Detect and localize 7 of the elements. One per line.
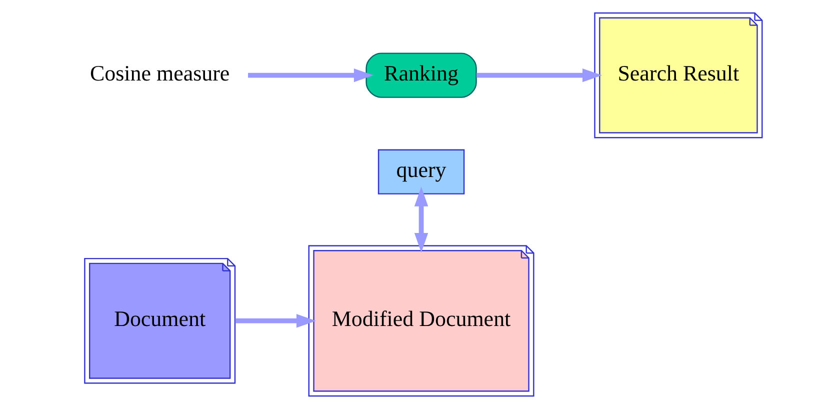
arrow <box>248 68 374 82</box>
node-text: Cosine measure <box>90 60 230 86</box>
arrow <box>414 186 428 253</box>
arrow <box>476 68 602 82</box>
node-box: query <box>378 149 465 194</box>
node-box: Ranking <box>366 52 477 98</box>
arrow <box>235 314 316 328</box>
